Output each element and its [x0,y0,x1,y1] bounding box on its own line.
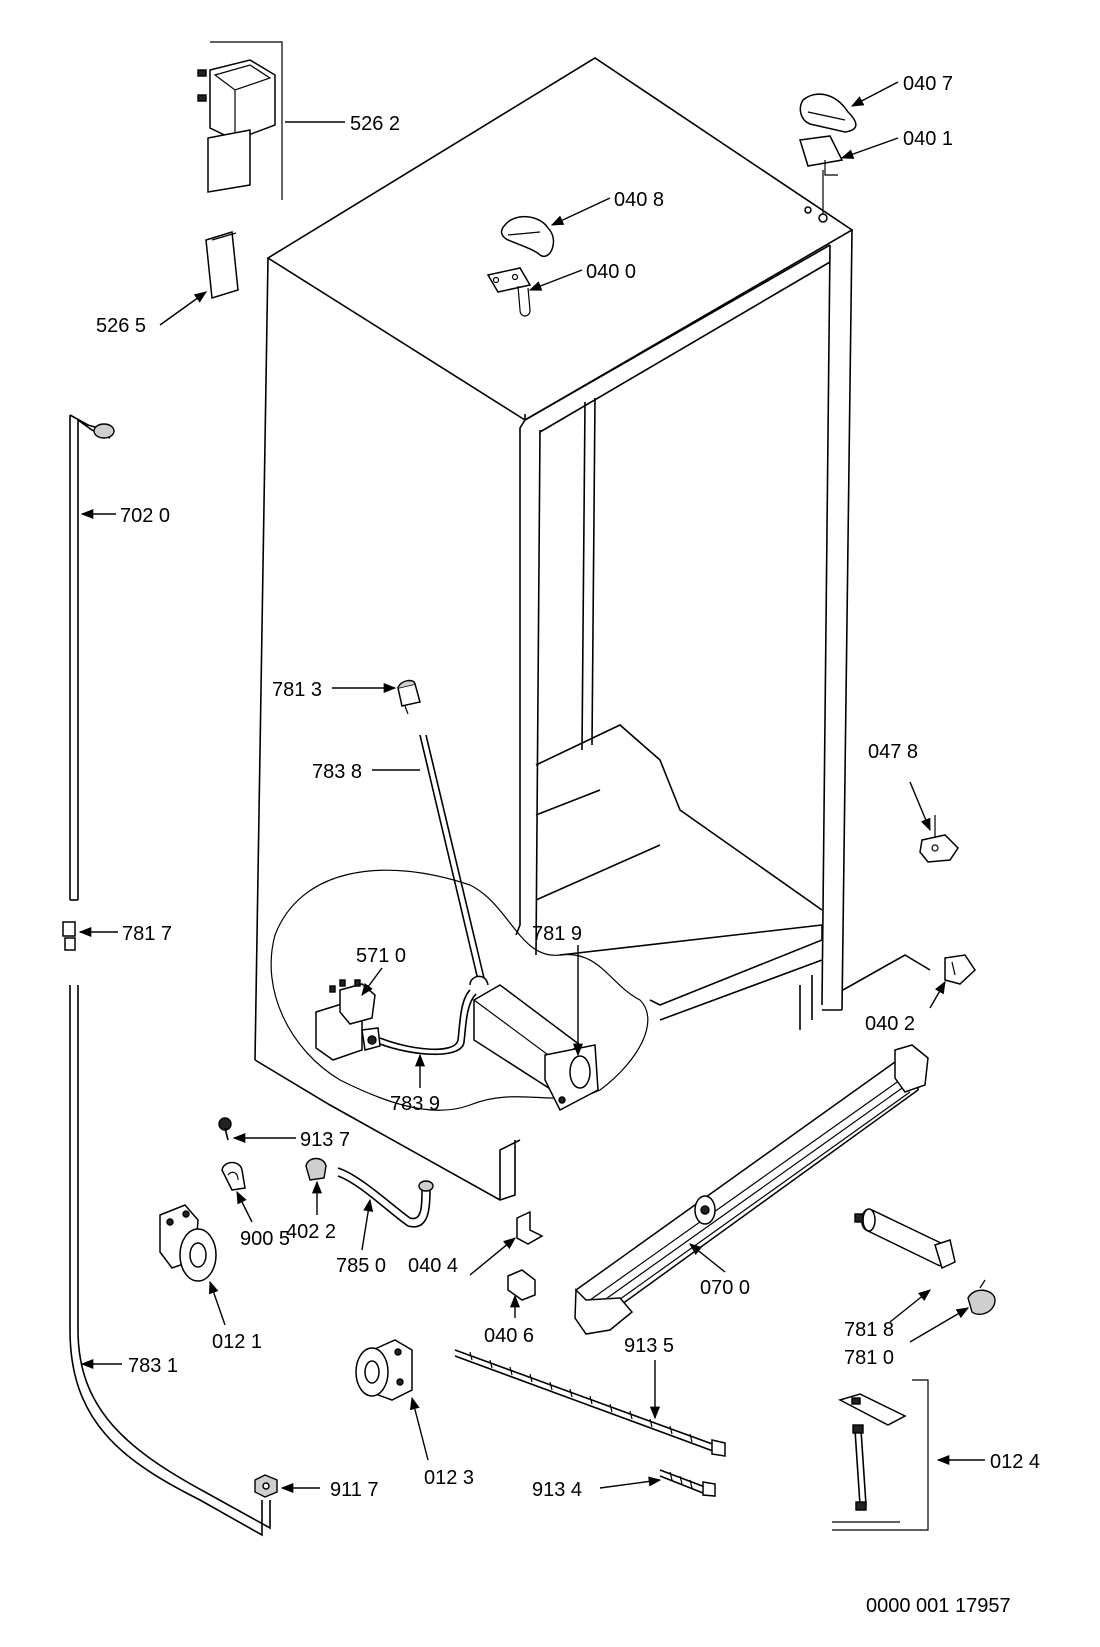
label-012-1: 012 1 [212,1331,262,1353]
toe-grille-icon [574,1044,929,1335]
hinge-cover-center-icon [500,216,555,258]
label-040-8: 040 8 [614,189,664,211]
label-783-9: 783 9 [390,1093,440,1115]
label-781-0: 781 0 [844,1347,894,1369]
bracket-right-icon [944,954,976,985]
control-box-icon [197,41,283,200]
label-913-4: 913 4 [532,1479,582,1501]
label-785-0: 785 0 [336,1255,386,1277]
wheel-bracket-right-icon [355,1339,413,1401]
union-icon [62,921,76,951]
document-number: 0000 001 17957 [866,1595,1011,1617]
label-070-0: 070 0 [700,1277,750,1299]
label-913-5: 913 5 [624,1335,674,1357]
filter-cap-icon [967,1279,996,1316]
label-702-0: 702 0 [120,505,170,527]
short-screw-icon [659,1469,716,1497]
bent-tube-icon [69,985,271,1537]
label-571-0: 571 0 [356,945,406,967]
cover-plate-icon [205,231,239,299]
label-913-7: 913 7 [300,1129,350,1151]
label-040-7: 040 7 [903,73,953,95]
water-duct-icon [469,975,599,1112]
cap-icon [305,1157,327,1181]
elbow-tube-icon [337,1167,434,1228]
label-526-2: 526 2 [350,113,400,135]
wheel-bracket-left-icon [159,1204,217,1282]
leader-lines [78,81,985,1494]
capillary-tube-icon [419,734,485,981]
label-012-4: 012 4 [990,1451,1040,1473]
label-040-2: 040 2 [865,1013,915,1035]
label-783-8: 783 8 [312,761,362,783]
label-012-3: 012 3 [424,1467,474,1489]
label-781-3: 781 3 [272,679,322,701]
filter-cylinder-icon [854,1208,956,1270]
clamp-icon [221,1161,246,1191]
rod-icon [69,414,115,901]
solenoid-valve-icon [315,979,381,1061]
label-781-9: 781 9 [532,923,582,945]
label-900-5: 900 5 [240,1228,290,1250]
bracket-small-icon [516,1210,544,1245]
bracket-lower-icon [507,1269,536,1301]
clip-icon [919,815,959,863]
screw-icon [218,1117,232,1141]
hinge-cover-icon [799,93,857,133]
label-783-1: 783 1 [128,1355,178,1377]
label-911-7: 911 7 [330,1479,379,1501]
long-screw-icon [454,1349,726,1457]
label-402-2: 402 2 [286,1221,336,1243]
label-781-8: 781 8 [844,1319,894,1341]
connecting-tube-icon [379,989,477,1056]
cabinet-body [254,57,931,1201]
kit-icon [832,1379,929,1531]
label-040-4: 040 4 [408,1255,458,1277]
label-047-8: 047 8 [868,741,918,763]
fitting-icon [397,679,421,715]
label-526-5: 526 5 [96,315,146,337]
label-040-6: 040 6 [484,1325,534,1347]
label-040-0: 040 0 [586,261,636,283]
label-040-1: 040 1 [903,128,953,150]
hinge-bracket-icon [799,135,844,223]
hinge-plate-icon [486,267,532,317]
label-781-7: 781 7 [122,923,172,945]
nut-icon [254,1474,278,1498]
